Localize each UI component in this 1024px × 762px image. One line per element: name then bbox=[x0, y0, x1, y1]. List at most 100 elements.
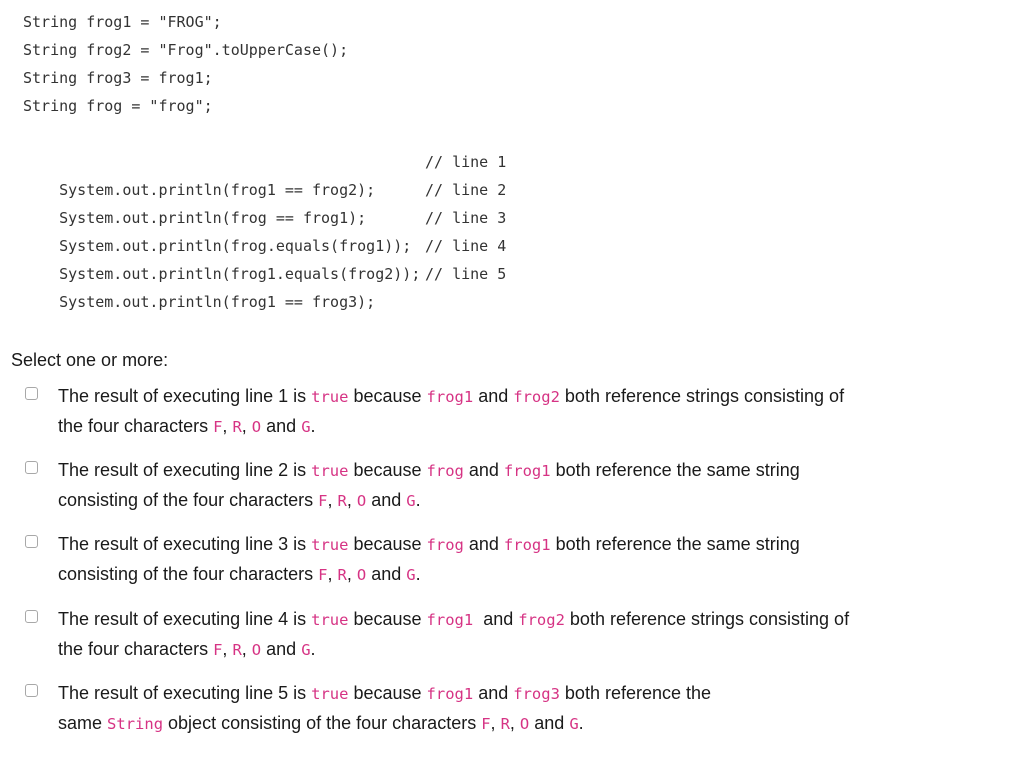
text: The result of executing line 2 is bbox=[58, 460, 312, 480]
code-statement: System.out.println(frog1 == frog2); bbox=[59, 181, 376, 199]
text: both reference the same string bbox=[550, 460, 800, 480]
code-char: F bbox=[318, 492, 328, 510]
code-statement-line-5: System.out.println(frog1 == frog3); // l… bbox=[23, 260, 506, 311]
code-identifier: frog bbox=[426, 536, 464, 554]
text: and bbox=[463, 460, 504, 480]
code-line: String frog = "frog"; bbox=[23, 97, 213, 115]
code-keyword: true bbox=[311, 462, 349, 480]
text: and bbox=[261, 416, 302, 436]
code-identifier: frog1 bbox=[426, 388, 474, 406]
code-identifier: frog3 bbox=[513, 685, 560, 703]
text: . bbox=[310, 639, 316, 659]
option-checkbox[interactable] bbox=[25, 535, 38, 548]
code-identifier: frog2 bbox=[518, 611, 565, 629]
code-char: G bbox=[301, 418, 311, 436]
code-char: R bbox=[232, 641, 242, 659]
code-block: String frog1 = "FROG"; String frog2 = "F… bbox=[23, 8, 506, 311]
option-checkbox[interactable] bbox=[25, 610, 38, 623]
text: and bbox=[366, 490, 407, 510]
code-comment: // line 2 bbox=[425, 181, 507, 199]
code-statement: System.out.println(frog1 == frog3); bbox=[59, 293, 376, 311]
text: , bbox=[222, 416, 233, 436]
text: . bbox=[578, 713, 584, 733]
text: both reference strings consisting of bbox=[559, 386, 845, 406]
option-text[interactable]: The result of executing line 1 is true b… bbox=[58, 382, 958, 442]
code-char: G bbox=[301, 641, 311, 659]
code-char: O bbox=[356, 492, 367, 510]
text: The result of executing line 5 is bbox=[58, 683, 312, 703]
code-comment: // line 1 bbox=[425, 153, 507, 171]
code-identifier: frog1 bbox=[426, 685, 474, 703]
code-char: R bbox=[337, 566, 347, 584]
text: because bbox=[348, 386, 427, 406]
text: . bbox=[415, 490, 421, 510]
text: and bbox=[366, 564, 407, 584]
code-identifier: frog bbox=[426, 462, 464, 480]
code-keyword: true bbox=[311, 388, 349, 406]
code-char: G bbox=[406, 566, 416, 584]
text: both reference strings consisting of bbox=[564, 609, 850, 629]
code-char: F bbox=[481, 715, 491, 733]
text: both reference the bbox=[559, 683, 712, 703]
text: . bbox=[310, 416, 316, 436]
text: because bbox=[348, 460, 427, 480]
code-statement: System.out.println(frog == frog1); bbox=[59, 209, 367, 227]
code-char: G bbox=[406, 492, 416, 510]
text: , bbox=[327, 564, 338, 584]
text: because bbox=[348, 609, 427, 629]
text: , bbox=[346, 490, 357, 510]
text: The result of executing line 1 is bbox=[58, 386, 312, 406]
text: , bbox=[346, 564, 357, 584]
code-char: F bbox=[213, 418, 223, 436]
code-statement-line-2: System.out.println(frog == frog1); // li… bbox=[23, 176, 506, 227]
code-char: O bbox=[251, 418, 262, 436]
code-line: String frog2 = "Frog".toUpperCase(); bbox=[23, 41, 349, 59]
code-char: R bbox=[500, 715, 510, 733]
code-line: String frog3 = frog1; bbox=[23, 69, 213, 87]
text: , bbox=[509, 713, 520, 733]
code-keyword: true bbox=[311, 536, 349, 554]
code-comment: // line 5 bbox=[425, 265, 507, 283]
code-keyword: true bbox=[311, 611, 349, 629]
text: because bbox=[348, 683, 427, 703]
text: consisting of the four characters bbox=[58, 490, 319, 510]
code-char: G bbox=[569, 715, 579, 733]
code-char: O bbox=[519, 715, 530, 733]
text: and bbox=[261, 639, 302, 659]
text: both reference the same string bbox=[550, 534, 800, 554]
code-comment: // line 3 bbox=[425, 209, 507, 227]
code-char: F bbox=[318, 566, 328, 584]
code-statement-line-3: System.out.println(frog.equals(frog1)); … bbox=[23, 204, 506, 255]
option-text[interactable]: The result of executing line 3 is true b… bbox=[58, 530, 958, 590]
text: consisting of the four characters bbox=[58, 564, 319, 584]
text: object consisting of the four characters bbox=[163, 713, 482, 733]
text: the four characters bbox=[58, 639, 214, 659]
text: and bbox=[463, 534, 504, 554]
question-prompt: Select one or more: bbox=[11, 350, 169, 370]
text: , bbox=[490, 713, 501, 733]
code-identifier: frog1 bbox=[426, 611, 474, 629]
option-checkbox[interactable] bbox=[25, 684, 38, 697]
option-text[interactable]: The result of executing line 2 is true b… bbox=[58, 456, 958, 516]
text: , bbox=[222, 639, 233, 659]
code-char: R bbox=[337, 492, 347, 510]
code-char: O bbox=[251, 641, 262, 659]
code-statement: System.out.println(frog.equals(frog1)); bbox=[59, 237, 412, 255]
text: the four characters bbox=[58, 416, 214, 436]
text: and bbox=[529, 713, 570, 733]
option-text[interactable]: The result of executing line 4 is true b… bbox=[58, 605, 958, 665]
text: and bbox=[473, 609, 519, 629]
text: same bbox=[58, 713, 108, 733]
code-statement-line-4: System.out.println(frog1.equals(frog2));… bbox=[23, 232, 506, 283]
option-text[interactable]: The result of executing line 5 is true b… bbox=[58, 679, 958, 739]
text: . bbox=[415, 564, 421, 584]
code-statement: System.out.println(frog1.equals(frog2)); bbox=[59, 265, 421, 283]
option-checkbox[interactable] bbox=[25, 461, 38, 474]
code-keyword: true bbox=[311, 685, 349, 703]
option-checkbox[interactable] bbox=[25, 387, 38, 400]
text: and bbox=[473, 386, 514, 406]
text: and bbox=[473, 683, 514, 703]
text: , bbox=[241, 416, 252, 436]
text: , bbox=[327, 490, 338, 510]
code-char: R bbox=[232, 418, 242, 436]
